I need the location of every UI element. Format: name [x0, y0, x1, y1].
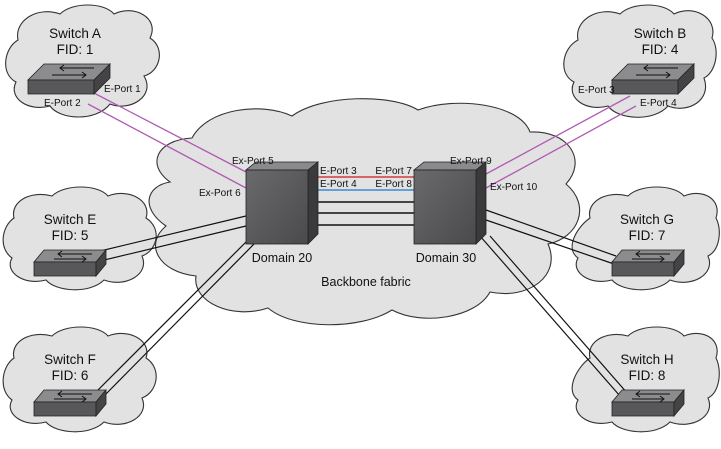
switch-b-device	[611, 63, 695, 95]
eport8-label: E-Port 8	[375, 179, 412, 190]
eport3-label: E-Port 3	[320, 166, 357, 177]
links-domain30-to-g	[485, 209, 617, 265]
eport7-label: E-Port 7	[375, 166, 412, 177]
links-a-to-domain20	[87, 91, 247, 189]
switch-h-name: Switch H	[620, 352, 673, 367]
switch-e-device	[33, 248, 107, 278]
domain20-label: Domain 20	[252, 251, 312, 265]
switch-h-device	[611, 388, 685, 418]
export5-label: Ex-Port 5	[232, 156, 274, 167]
links-e-to-domain20	[95, 215, 247, 263]
export10-label: Ex-Port 10	[490, 182, 538, 193]
switch-a-fid: FID: 1	[57, 42, 94, 57]
switch-a-device	[27, 63, 111, 95]
backbone-fabric-label: Backbone fabric	[321, 275, 411, 289]
eport4-label: E-Port 4	[320, 179, 357, 190]
switch-b-name: Switch B	[634, 26, 687, 41]
export6-label: Ex-Port 6	[199, 188, 241, 199]
inter-domain-links	[318, 176, 414, 226]
switch-e-fid: FID: 5	[52, 228, 89, 243]
switch-g-device	[611, 248, 685, 278]
switch-b-eport4-label: E-Port 4	[640, 98, 677, 109]
switch-g-fid: FID: 7	[629, 228, 666, 243]
switch-b-fid: FID: 4	[642, 42, 679, 57]
switch-f-device	[33, 388, 107, 418]
switch-a-eport1-label: E-Port 1	[104, 84, 141, 95]
switch-f-name: Switch F	[44, 352, 96, 367]
switch-f-fid: FID: 6	[52, 368, 89, 383]
links-domain30-to-h	[479, 235, 629, 397]
switch-a-eport2-label: E-Port 2	[44, 98, 81, 109]
switch-g-name: Switch G	[620, 212, 674, 227]
backbone-cloud	[148, 98, 581, 326]
links-b-to-domain30	[485, 95, 637, 189]
switch-b-eport3-label: E-Port 3	[578, 85, 615, 96]
switch-a-name: Switch A	[49, 26, 101, 41]
cloud-switch-a	[5, 4, 160, 118]
switch-h-fid: FID: 8	[629, 368, 666, 383]
switch-e-name: Switch E	[44, 212, 97, 227]
domain30-label: Domain 30	[416, 251, 476, 265]
links-f-to-domain20	[91, 235, 259, 399]
domain20-switch	[244, 161, 320, 245]
domain30-switch	[412, 161, 488, 245]
export9-label: Ex-Port 9	[450, 156, 492, 167]
